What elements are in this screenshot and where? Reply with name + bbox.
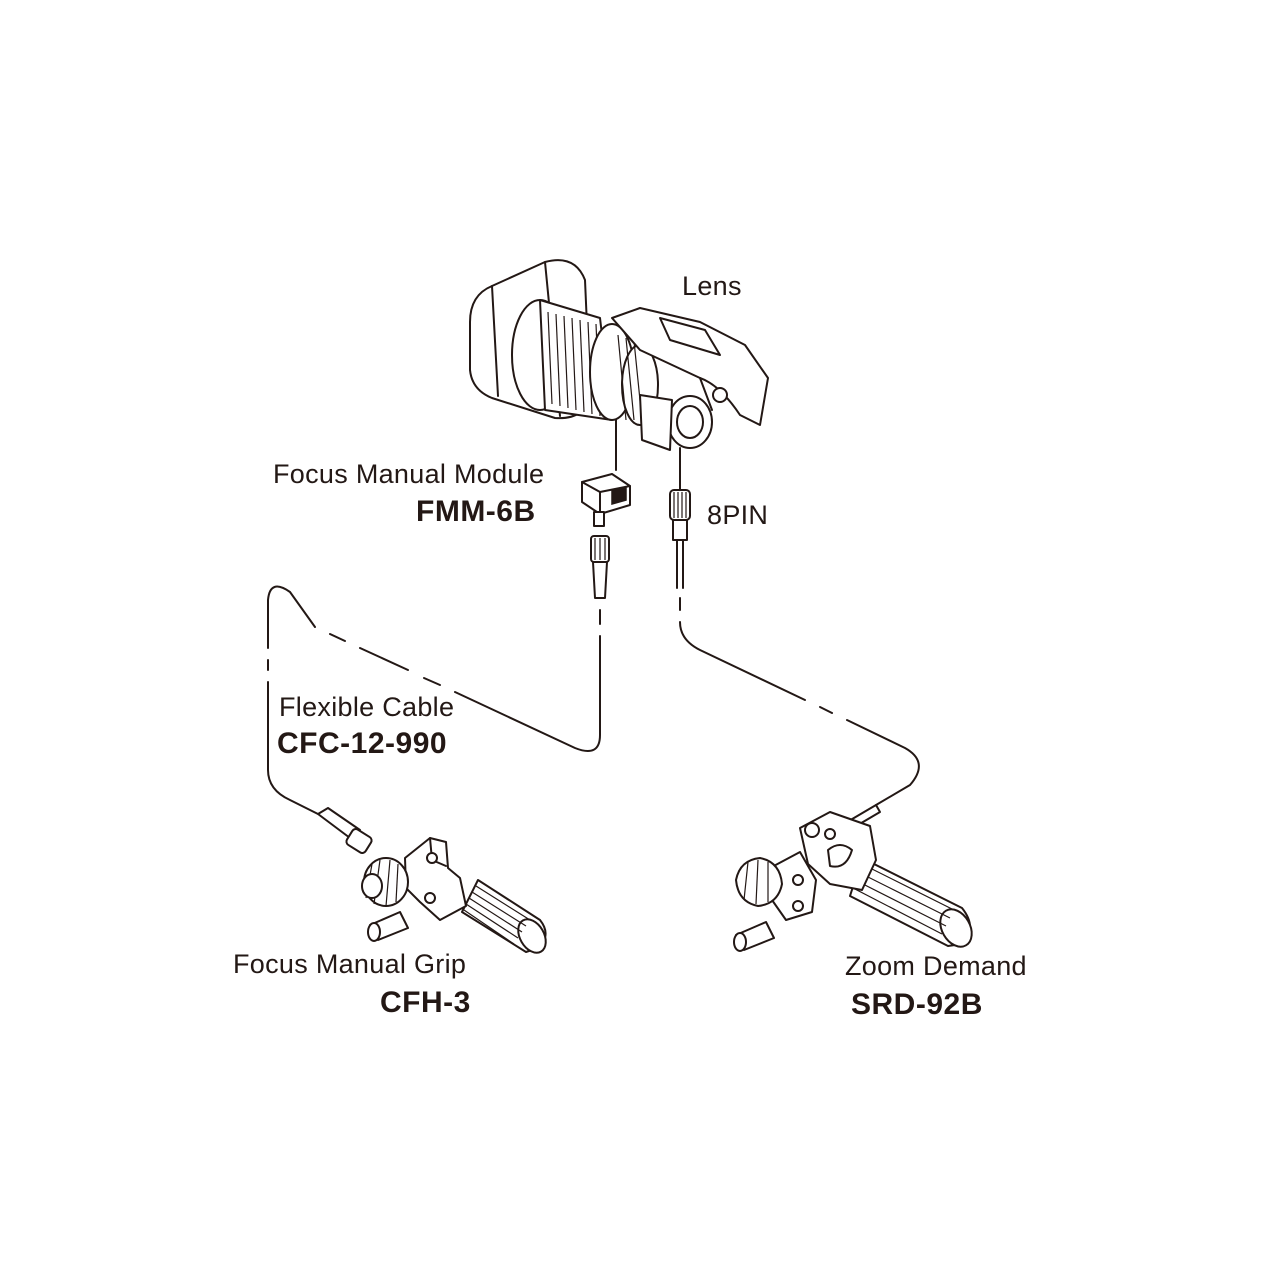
lens-illustration [469, 259, 769, 463]
zoom-demand-illustration [733, 811, 973, 952]
8pin-connector-illustration [669, 461, 691, 589]
zoom-cable-line [679, 597, 920, 833]
focus-manual-grip-illustration [361, 837, 547, 954]
focus-manual-module-model: FMM-6B [416, 495, 536, 528]
focus-manual-module-label: Focus Manual Module [273, 459, 545, 489]
zoom-demand-label: Zoom Demand [845, 951, 1027, 981]
lens-label: Lens [682, 271, 742, 301]
focus-manual-grip-label: Focus Manual Grip [233, 949, 467, 979]
flexible-cable-label: Flexible Cable [279, 692, 455, 722]
flexible-cable-model: CFC-12-990 [277, 727, 448, 760]
8pin-label: 8PIN [707, 500, 769, 530]
zoom-demand-model: SRD-92B [851, 988, 983, 1021]
focus-manual-grip-model: CFH-3 [380, 986, 471, 1019]
flexible-cable-line [267, 535, 610, 854]
focus-manual-module-illustration [581, 431, 631, 527]
